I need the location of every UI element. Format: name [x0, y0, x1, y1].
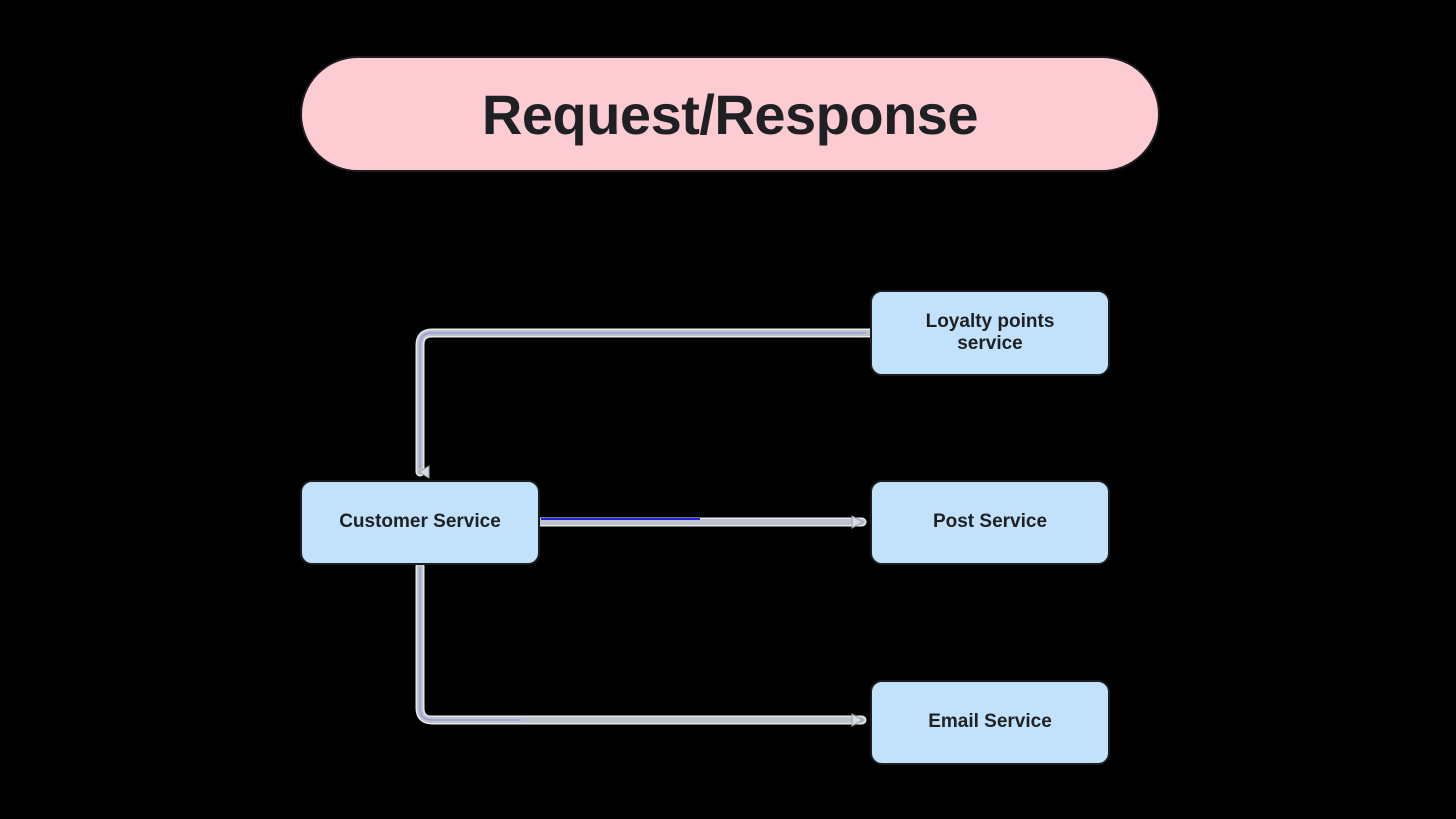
- node-email-service[interactable]: Email Service: [870, 680, 1110, 765]
- node-post-service[interactable]: Post Service: [870, 480, 1110, 565]
- edge-customer-to-post[interactable]: [535, 515, 867, 529]
- node-customer-service[interactable]: Customer Service: [300, 480, 540, 565]
- diagram-title-pill: Request/Response: [300, 56, 1160, 172]
- node-email-label: Email Service: [928, 711, 1052, 733]
- page-title: Request/Response: [481, 82, 979, 146]
- edge-loyalty-to-customer[interactable]: [415, 328, 875, 479]
- node-post-label: Post Service: [932, 511, 1048, 533]
- edge-customer-to-email[interactable]: [415, 561, 867, 727]
- node-customer-label: Customer Service: [339, 511, 501, 533]
